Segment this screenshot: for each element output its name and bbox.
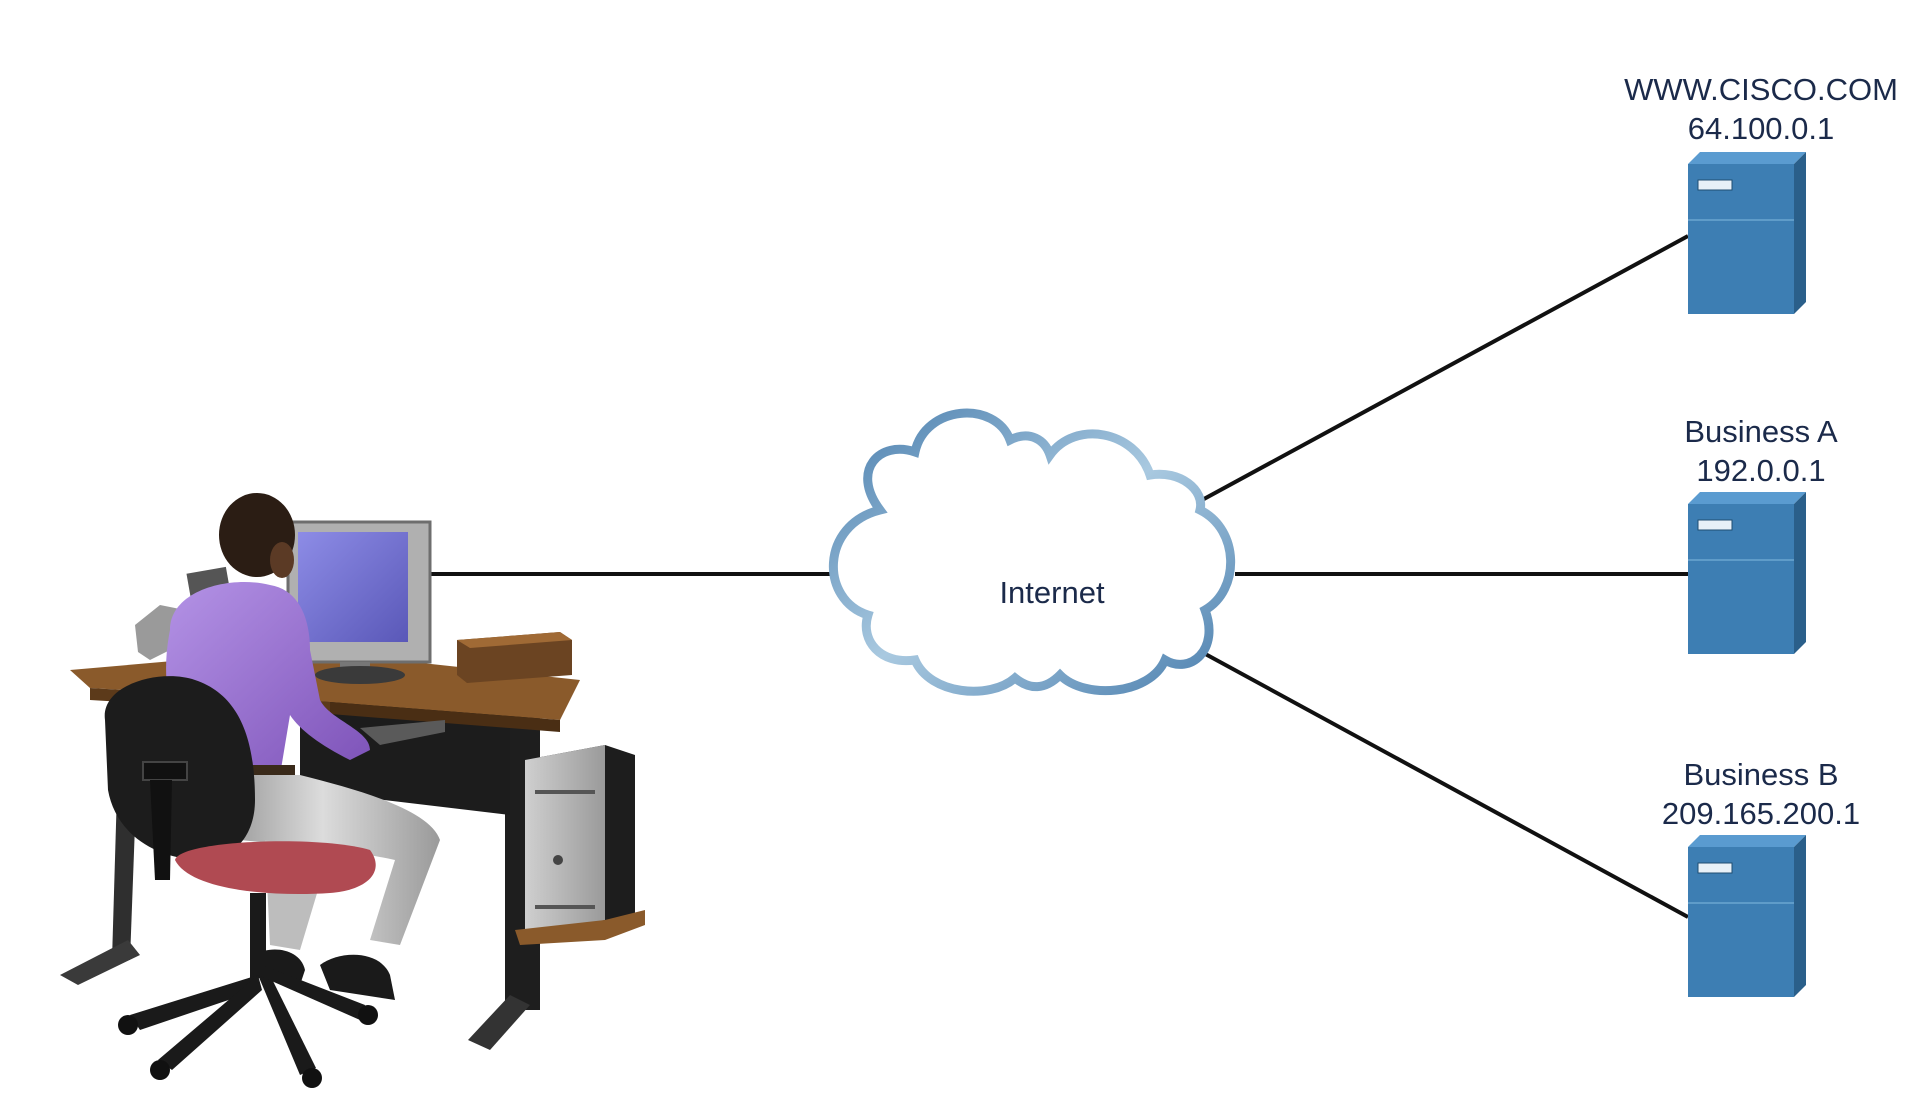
server-business-a-name: Business A [1684, 414, 1838, 449]
link-internet-cisco [1179, 234, 1689, 514]
server-icon-cisco [1688, 152, 1806, 314]
server-cisco-name: WWW.CISCO.COM [1624, 72, 1898, 107]
server-business-b-ip: 209.165.200.1 [1661, 796, 1861, 831]
server-icon-business-a [1688, 492, 1806, 654]
user-at-workstation-icon [60, 493, 645, 1088]
server-business-a-ip: 192.0.0.1 [1696, 453, 1826, 488]
internet-label: Internet [999, 575, 1105, 610]
link-internet-business-b [1197, 648, 1689, 919]
server-cisco-ip: 64.100.0.1 [1687, 111, 1835, 146]
server-business-b-name: Business B [1683, 757, 1839, 792]
server-icon-business-b [1688, 835, 1806, 997]
internet-cloud-icon [829, 408, 1236, 696]
